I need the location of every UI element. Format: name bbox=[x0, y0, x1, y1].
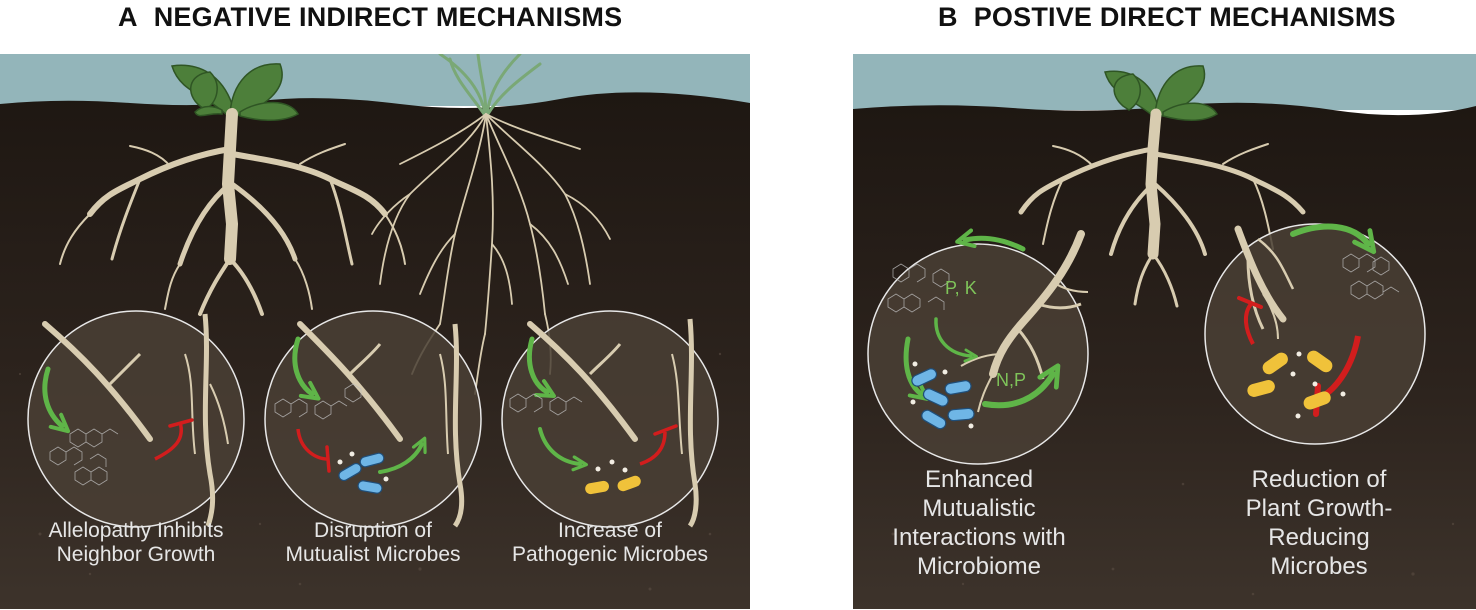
caption-allelopathy: Allelopathy Inhibits Neighbor Growth bbox=[48, 519, 224, 566]
panel-a-letter: A bbox=[118, 2, 138, 32]
inhibit-arrow bbox=[154, 421, 183, 461]
plant-right-grass bbox=[438, 54, 542, 116]
pathogenic-microbes bbox=[585, 475, 641, 495]
caption-disruption: Disruption of Mutualist Microbes bbox=[285, 519, 461, 566]
plant-roots bbox=[1018, 108, 1306, 308]
panel-b: P, K N,P Enhanced Mutualistic Interactio… bbox=[853, 54, 1476, 609]
caption-pathogen-increase: Increase of Pathogenic Microbes bbox=[511, 519, 709, 566]
panel-b-letter: B bbox=[938, 2, 958, 32]
soil-speckles bbox=[18, 352, 722, 591]
caption-reduction-pathogens: Reduction of Plant Growth- Reducing Micr… bbox=[1245, 466, 1393, 580]
panel-a: Allelopathy Inhibits Neighbor Growth Dis… bbox=[0, 54, 750, 609]
mutualist-microbes bbox=[338, 452, 385, 494]
nutrient-label-np: N,P bbox=[996, 370, 1027, 390]
circle-disruption bbox=[264, 310, 482, 528]
circle-allelopathy bbox=[27, 310, 245, 528]
panel-b-title: POSTIVE DIRECT MECHANISMS bbox=[973, 2, 1396, 32]
panel-b-illustration bbox=[853, 54, 1476, 609]
caption-enhanced-mutualism: Enhanced Mutualistic Interactions with M… bbox=[892, 466, 1066, 580]
plant-left-roots bbox=[59, 108, 406, 316]
circle-enhanced-mutualism bbox=[867, 228, 1089, 465]
plant-left-leaves bbox=[171, 63, 300, 121]
allelochemical-molecule bbox=[49, 428, 119, 486]
plant-leaves bbox=[1104, 65, 1219, 121]
nutrient-label-pk: P, K bbox=[945, 278, 977, 298]
panel-a-title: NEGATIVE INDIRECT MECHANISMS bbox=[153, 2, 623, 32]
circle-reduction-pathogens bbox=[1204, 223, 1426, 445]
panel-a-heading: A NEGATIVE INDIRECT MECHANISMS bbox=[118, 2, 622, 33]
panel-a-illustration bbox=[0, 54, 750, 609]
panel-b-heading: B POSTIVE DIRECT MECHANISMS bbox=[938, 2, 1396, 33]
promote-arrow bbox=[42, 366, 71, 434]
circle-pathogen-increase bbox=[501, 310, 719, 528]
